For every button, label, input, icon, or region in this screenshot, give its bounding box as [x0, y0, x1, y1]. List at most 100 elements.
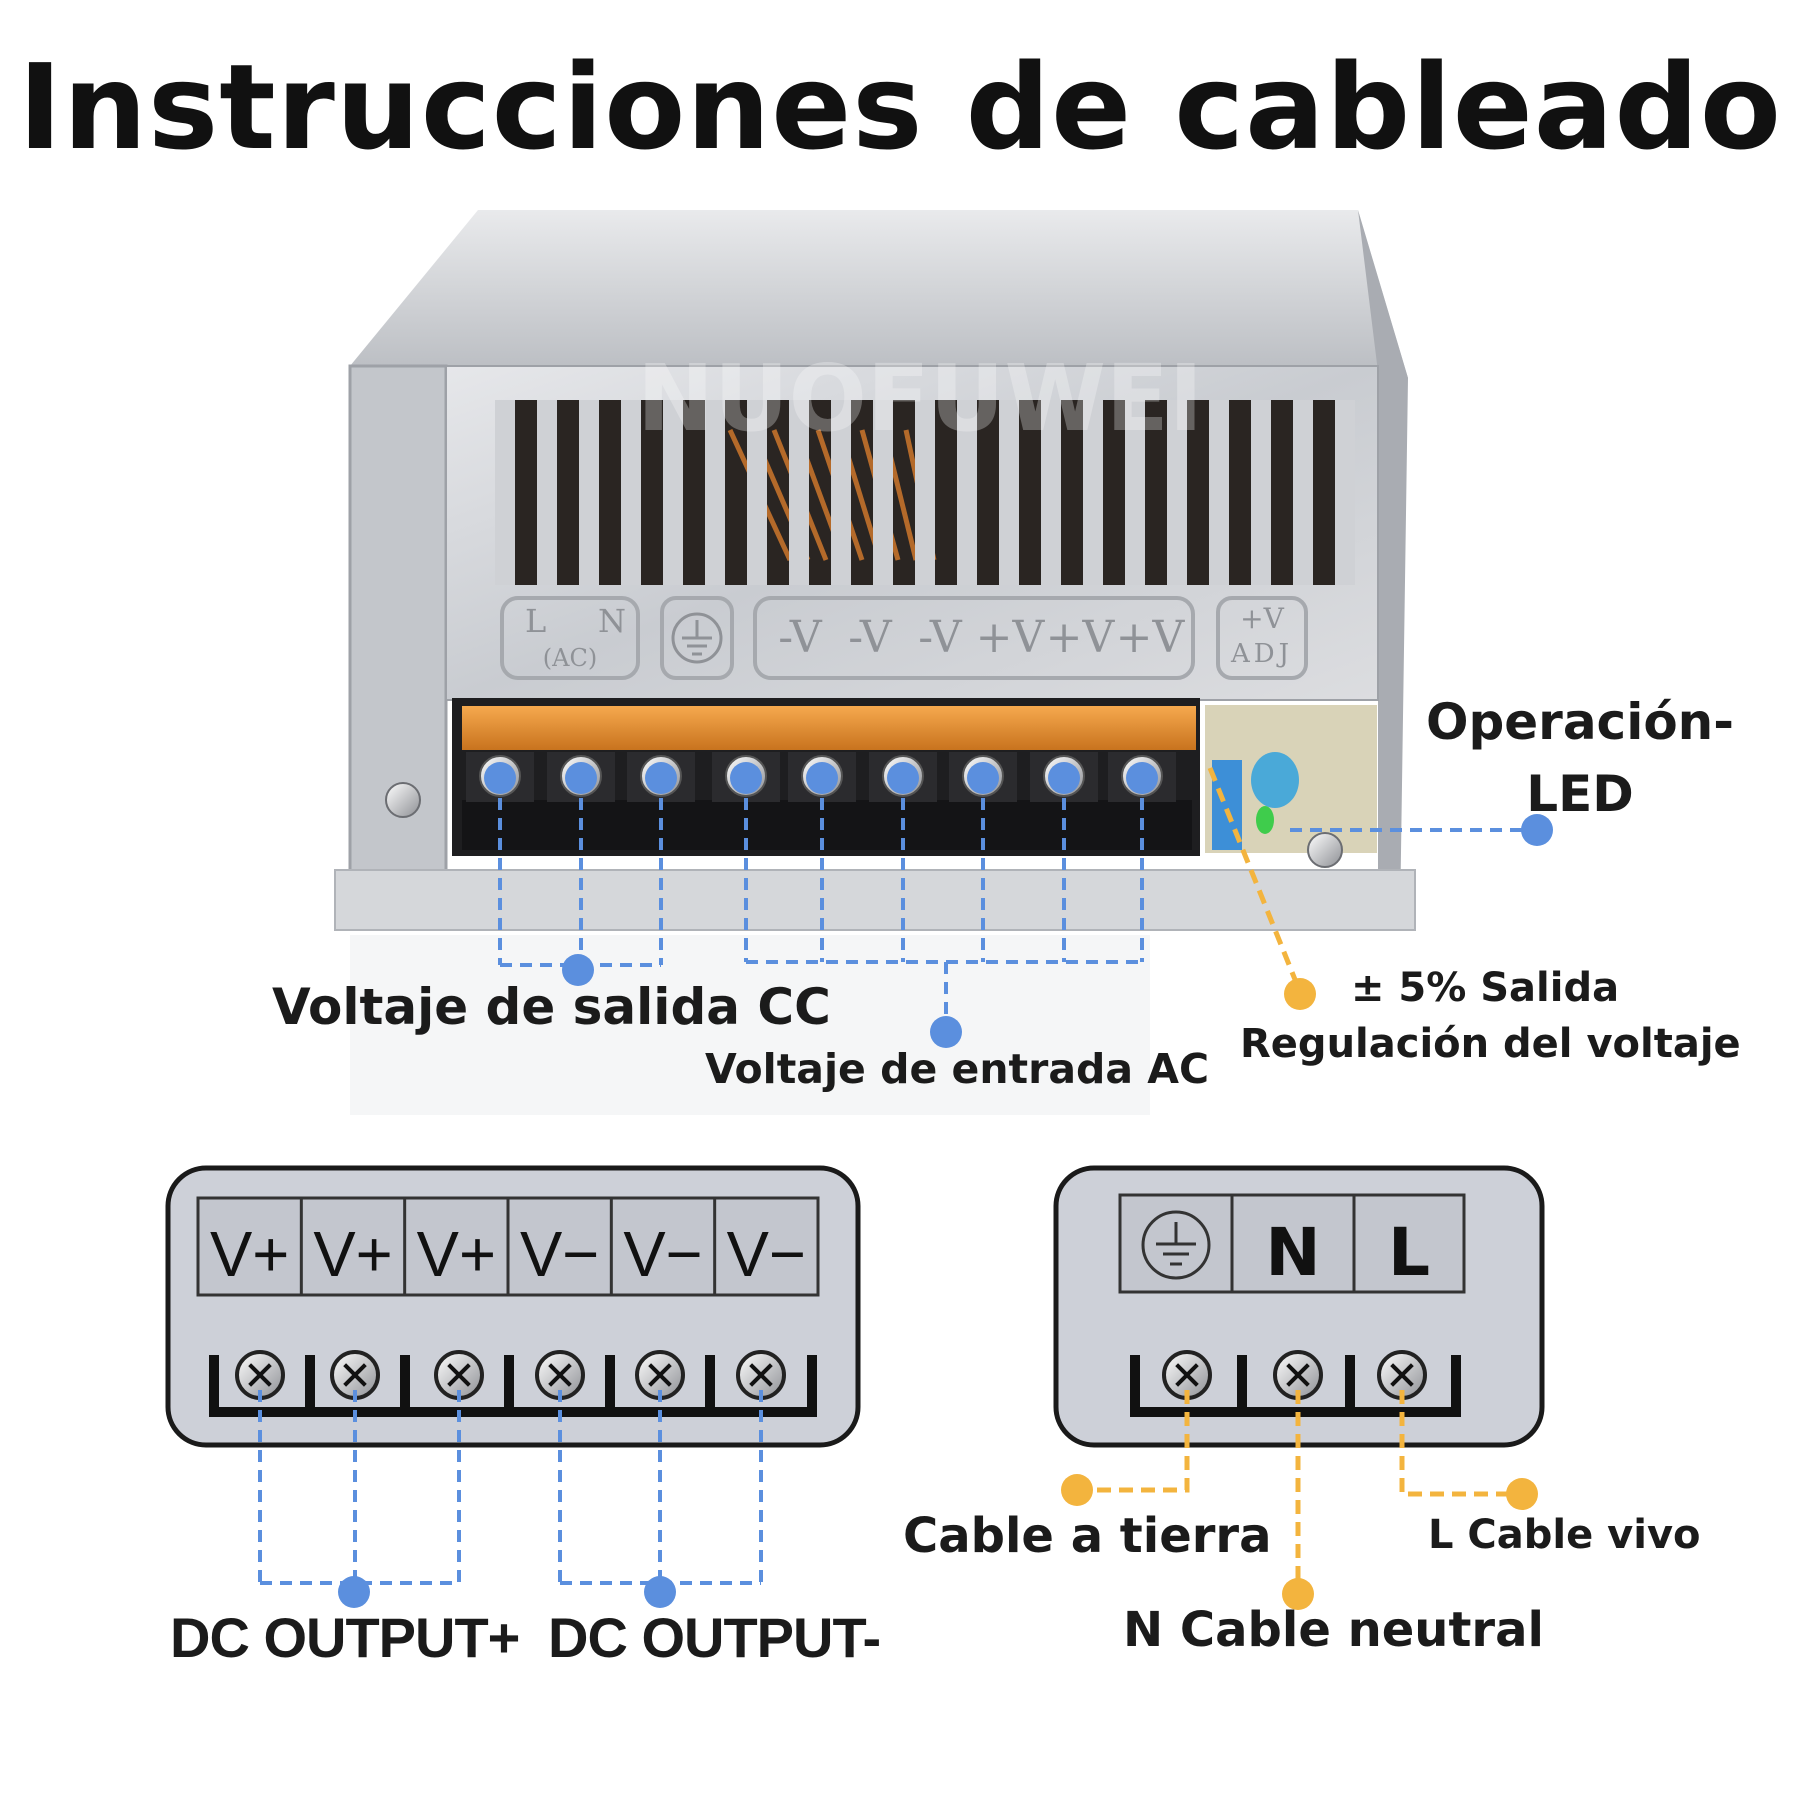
status-led — [1256, 806, 1274, 834]
emb-voltage-labels: -V-V-V+V+V+V — [778, 612, 1185, 663]
terminal-base — [462, 800, 1192, 850]
vent-slat — [873, 400, 893, 585]
vent-slat — [663, 400, 683, 585]
vent-slat — [999, 400, 1019, 585]
dc-screw-slot-b — [447, 1363, 471, 1387]
ac-screw-slot-b — [1175, 1363, 1199, 1387]
unit-top — [350, 210, 1408, 378]
dc-output-plus-label: DC OUTPUT+ — [170, 1606, 520, 1669]
dc-output-voltage-label: Voltaje de salida CC — [272, 978, 831, 1036]
ground-icon — [1141, 1210, 1211, 1280]
terminal-cover — [462, 706, 1196, 750]
dc-cell-label: V− — [727, 1218, 806, 1290]
ac-input-dot — [930, 1016, 962, 1048]
vent-slat — [1167, 400, 1187, 585]
vent-slats — [495, 400, 1355, 585]
terminal-dot — [730, 762, 762, 794]
vent-slat — [495, 400, 515, 585]
dc-screw-slot-b — [343, 1363, 367, 1387]
terminal-dot — [887, 762, 919, 794]
ac-screw-slot-b — [1390, 1363, 1414, 1387]
vent-slat — [747, 400, 767, 585]
emb-n-label: N — [598, 602, 626, 640]
dc-screw-slot-b — [749, 1363, 773, 1387]
ground-cable-label: Cable a tierra — [903, 1508, 1272, 1564]
dc-minus-dot — [644, 1576, 676, 1608]
ac-n-label: N — [1265, 1214, 1320, 1291]
emb-ground-icon — [671, 612, 723, 664]
dc-terminal-panel: V+ V+ V+ V− V− V− — [165, 1165, 861, 1448]
embossed-panel-labels: L N (AC) -V-V-V+V+V+V +V ADJ — [500, 596, 1308, 680]
dc-output-dot — [562, 954, 594, 986]
led-callout-line1: Operación- — [1425, 693, 1735, 751]
ground-label-box — [660, 596, 734, 680]
vent-slat — [957, 400, 977, 585]
vent-slat — [789, 400, 809, 585]
adjust-dot — [1284, 978, 1316, 1010]
vent-slat — [831, 400, 851, 585]
emb-adj-bottom: ADJ — [1230, 639, 1293, 669]
vent-slat — [1125, 400, 1145, 585]
vent-slat — [1251, 400, 1271, 585]
dc-screw-slot-b — [248, 1363, 272, 1387]
live-wire — [1399, 1390, 1522, 1497]
vent-slat — [1209, 400, 1229, 585]
vent-slat — [537, 400, 557, 585]
dc-label-box — [753, 596, 1195, 680]
live-dot — [1506, 1478, 1538, 1510]
led-callout-line2: LED — [1526, 765, 1634, 823]
dc-output-minus-label: DC OUTPUT- — [548, 1606, 881, 1669]
emb-voltage-label: -V — [918, 612, 963, 663]
ac-input-voltage-label: Voltaje de entrada AC — [705, 1045, 1210, 1093]
vent-slat — [621, 400, 641, 585]
unit-right-side — [1358, 210, 1408, 920]
ac-label-box — [500, 596, 640, 680]
dc-cell-label: V+ — [313, 1218, 392, 1290]
vent-slat — [1083, 400, 1103, 585]
dc-cell-label: V+ — [417, 1218, 496, 1290]
live-cable-label: L Cable vivo — [1428, 1512, 1701, 1558]
emb-voltage-label: +V — [1046, 612, 1116, 663]
mount-screw-left — [385, 782, 421, 818]
page-title: Instrucciones de cableado — [18, 38, 1782, 176]
vent-slat — [1335, 400, 1355, 585]
led-dot — [1521, 814, 1553, 846]
dc-label-cells: V+ V+ V+ V− V− V− — [210, 1198, 806, 1295]
neutral-cable-label: N Cable neutral — [1123, 1602, 1544, 1658]
voltage-adjust-line1: ± 5% Salida — [1350, 965, 1620, 1011]
led-callout-label: Operación- LED — [1420, 686, 1740, 830]
vent-slat — [579, 400, 599, 585]
blue-capacitor — [1251, 752, 1299, 808]
terminal-dot — [967, 762, 999, 794]
terminal-dot — [1126, 762, 1158, 794]
unit-reflection — [350, 935, 1150, 1115]
dc-screw-slot-b — [648, 1363, 672, 1387]
voltage-adjust-label: ± 5% Salida Regulación del voltaje — [1240, 960, 1741, 1072]
ac-screws — [1162, 1350, 1427, 1400]
terminal-dot — [806, 762, 838, 794]
vent-slat — [705, 400, 725, 585]
ground-dot — [1061, 1474, 1093, 1506]
adjust-wire — [1207, 767, 1303, 993]
brand-watermark: NUOFUWEI — [637, 345, 1203, 452]
ac-l-label: L — [1388, 1214, 1430, 1291]
adj-label-box — [1216, 596, 1308, 680]
dc-output-lines — [258, 1390, 763, 1608]
dc-plus-dot — [338, 1576, 370, 1608]
mount-screw-right — [1307, 832, 1343, 868]
ground-wire — [1077, 1390, 1190, 1493]
dc-cell-label: V+ — [210, 1218, 289, 1290]
dc-cell-label: V− — [623, 1218, 702, 1290]
unit-base-plate — [334, 869, 1416, 931]
vent-slat — [1041, 400, 1061, 585]
emb-voltage-label: +V — [976, 612, 1046, 663]
voltage-adjust-line2: Regulación del voltaje — [1240, 1021, 1741, 1067]
vent-slat — [915, 400, 935, 585]
dc-screw-slot-b — [548, 1363, 572, 1387]
terminal-dot — [645, 762, 677, 794]
dc-cell-label: V− — [520, 1218, 599, 1290]
terminal-dot — [484, 762, 516, 794]
emb-l-label: L — [525, 602, 546, 640]
